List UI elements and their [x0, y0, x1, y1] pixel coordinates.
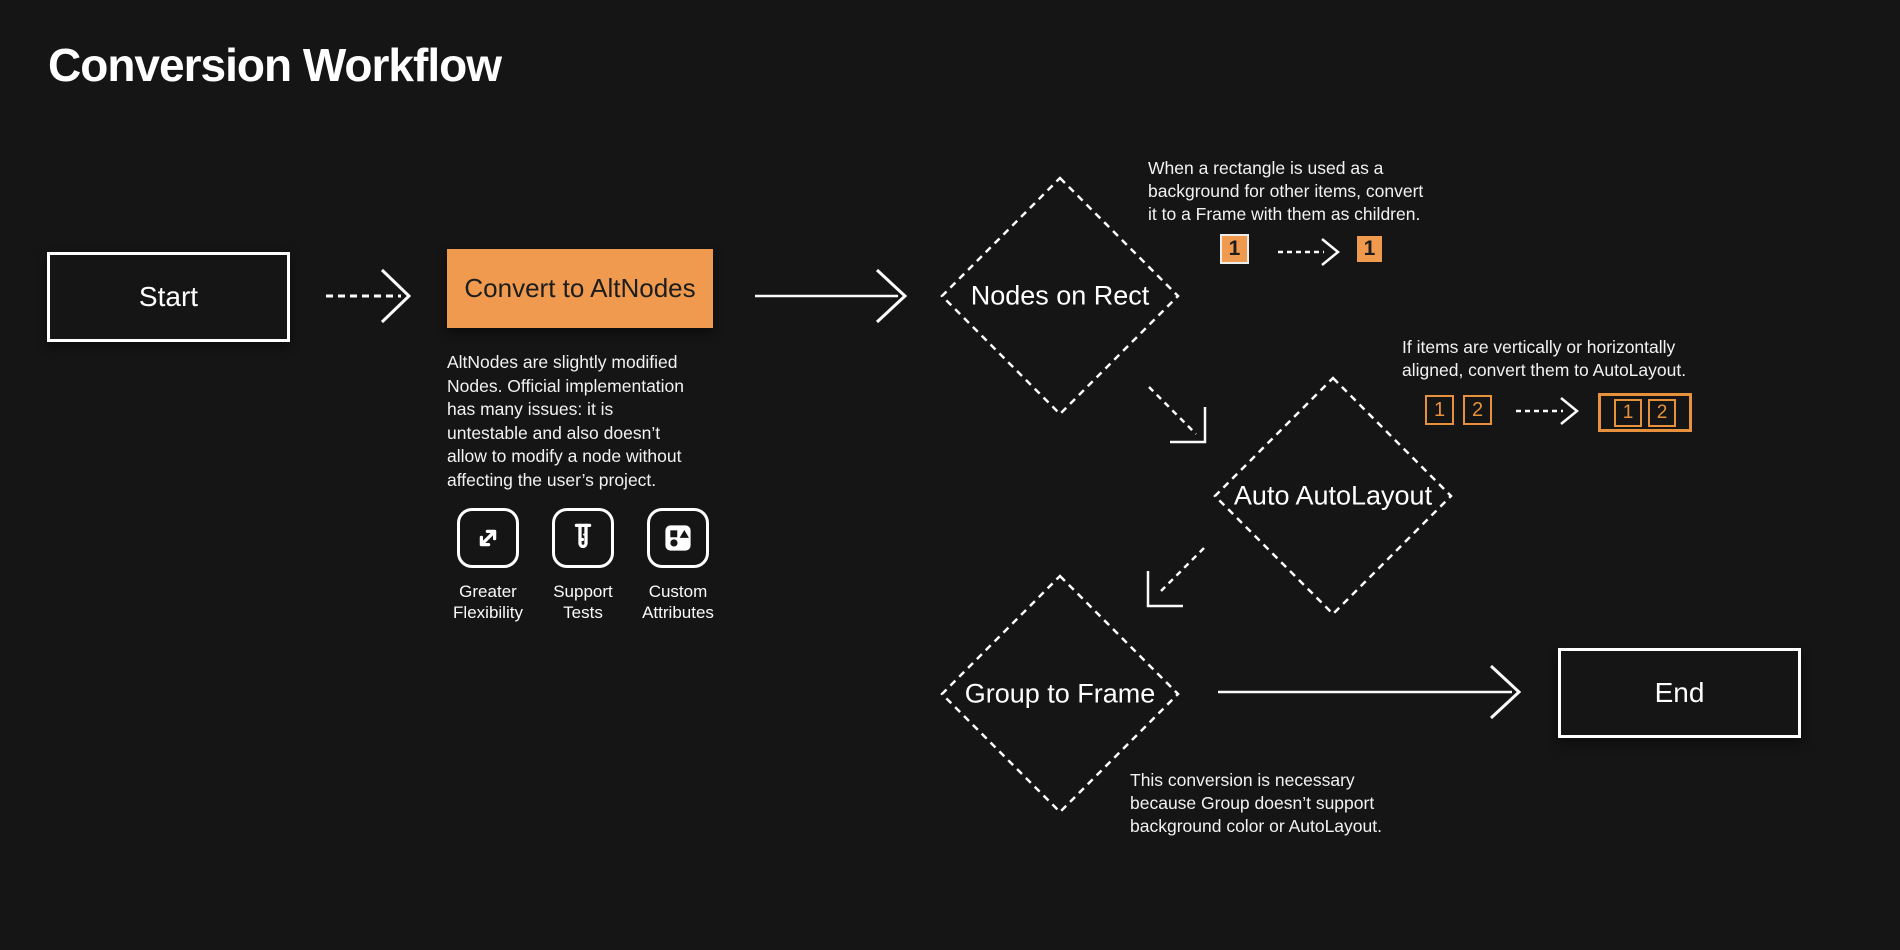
expand-arrows-icon	[457, 508, 519, 568]
end-node-label: End	[1654, 677, 1705, 708]
autolayout-result-frame: 1 2	[1598, 393, 1692, 432]
convert-to-altnodes-node: Convert to AltNodes	[447, 249, 713, 328]
auto-autolayout-note: If items are vertically or horizontally …	[1402, 337, 1687, 380]
arrow-rect-example	[1278, 238, 1340, 266]
arrow-autolayout-example	[1516, 397, 1579, 425]
test-tube-icon	[552, 508, 614, 568]
arrow-convert-to-nodes-on-rect	[755, 268, 908, 324]
autolayout-item-1-chip: 1	[1425, 395, 1454, 425]
auto-autolayout-label: Auto AutoLayout	[1233, 480, 1433, 511]
feature-support-tests: Support Tests	[540, 508, 626, 623]
autolayout-item-2-chip: 2	[1463, 395, 1492, 425]
arrow-autolayout-to-group-to-frame	[1146, 547, 1205, 608]
diamond-nodes-on-rect	[940, 176, 1180, 416]
convert-node-label: Convert to AltNodes	[464, 273, 696, 303]
arrow-start-to-convert	[326, 268, 412, 324]
start-node-label: Start	[138, 281, 199, 312]
group-to-frame-note: This conversion is necessary because Gro…	[1130, 770, 1382, 836]
nodes-on-rect-note: When a rectangle is used as a background…	[1148, 158, 1424, 224]
shapes-icon	[647, 508, 709, 568]
arrow-nodes-on-rect-to-autolayout	[1148, 386, 1207, 444]
arrow-group-to-frame-to-end	[1218, 664, 1522, 720]
diamond-auto-autolayout	[1213, 376, 1453, 616]
nodes-on-rect-label: Nodes on Rect	[970, 280, 1150, 311]
end-node: End	[1558, 648, 1801, 738]
diamond-group-to-frame	[940, 574, 1180, 814]
feature-greater-flexibility: Greater Flexibility	[445, 508, 531, 623]
altnodes-feature-list: Greater Flexibility Support Tests	[445, 508, 721, 623]
feature-label: Support Tests	[553, 582, 613, 622]
page-title: Conversion Workflow	[48, 39, 502, 91]
autolayout-result-item-2-chip: 2	[1648, 398, 1676, 427]
feature-custom-attributes: Custom Attributes	[635, 508, 721, 623]
rect-example-before-chip: 1	[1220, 234, 1249, 264]
feature-label: Greater Flexibility	[453, 582, 523, 622]
altnodes-description: AltNodes are slightly modified Nodes. Of…	[447, 352, 685, 490]
rect-example-after-chip: 1	[1357, 236, 1382, 262]
feature-label: Custom Attributes	[642, 582, 714, 622]
group-to-frame-label: Group to Frame	[964, 678, 1156, 709]
autolayout-result-item-1-chip: 1	[1614, 398, 1642, 427]
start-node: Start	[47, 252, 290, 342]
